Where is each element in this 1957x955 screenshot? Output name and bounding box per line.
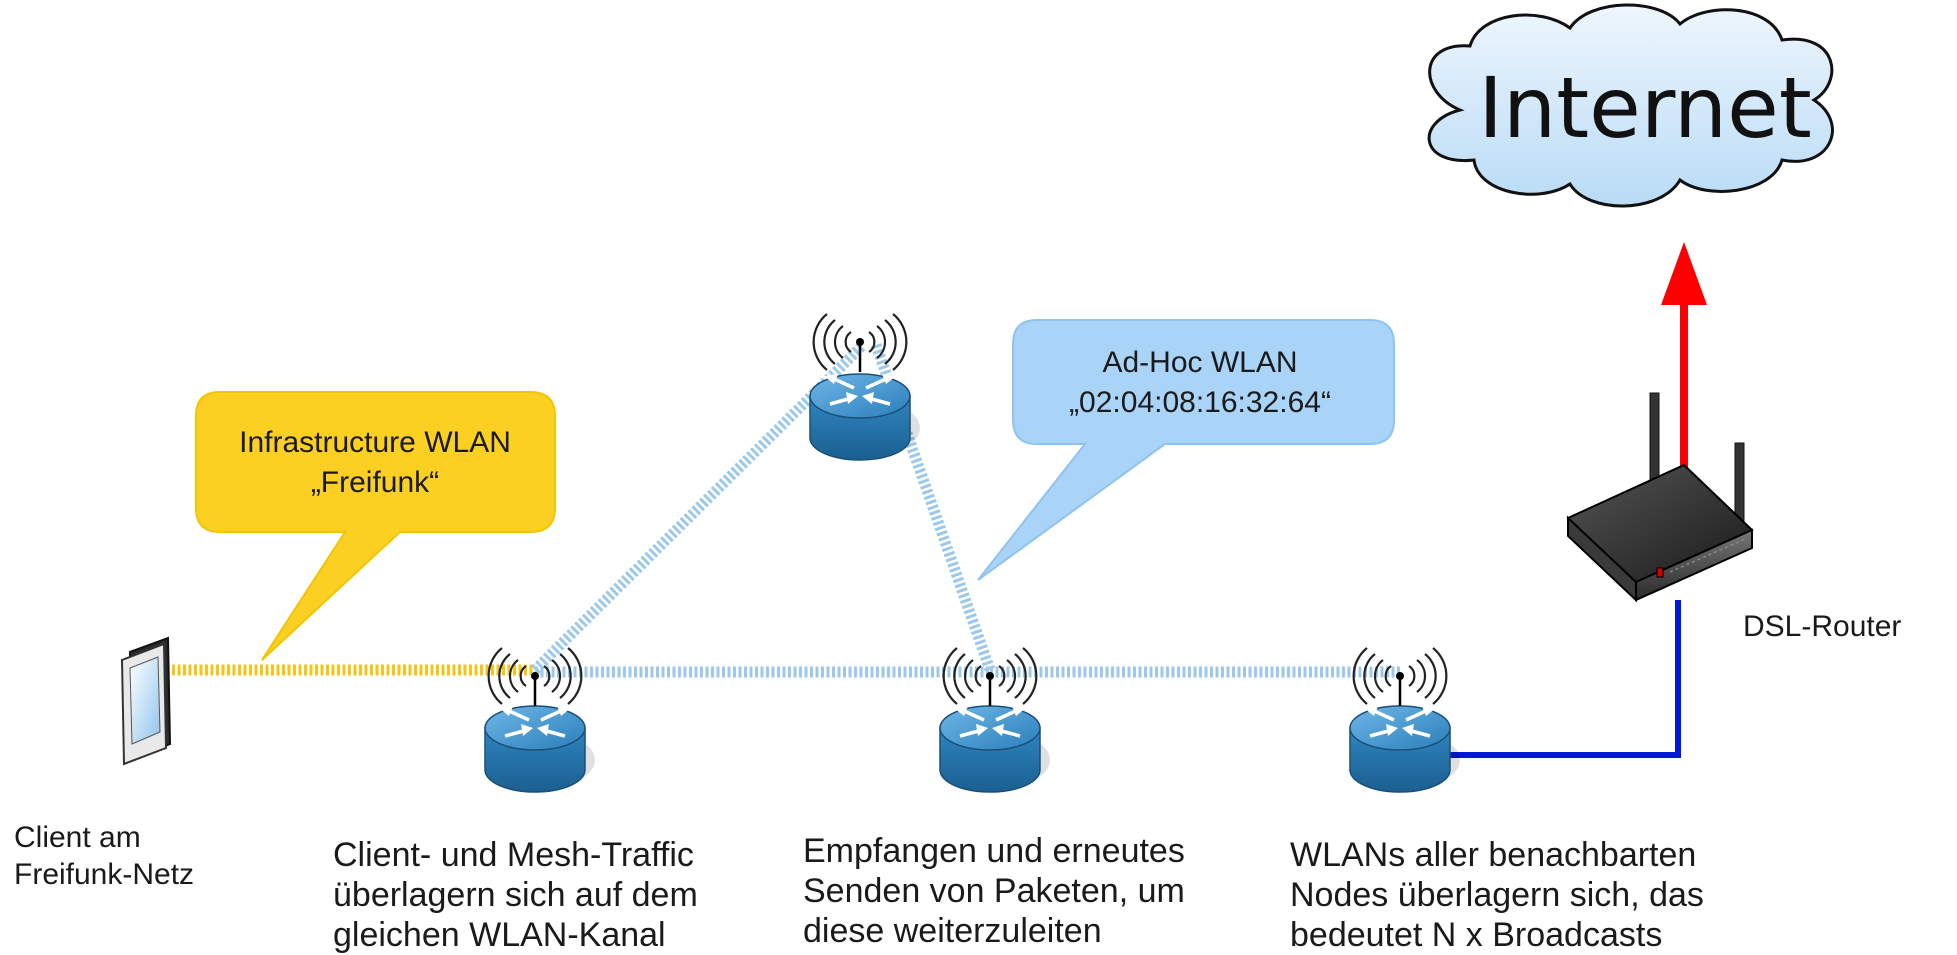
node2-label-line1: Empfangen und erneutes: [803, 832, 1185, 870]
mesh-node-top: [808, 372, 922, 462]
node3-label-line1: WLANs aller benachbarten: [1290, 836, 1696, 874]
uplink-arrow: [1661, 242, 1707, 482]
internet-cloud: Internet: [1427, 3, 1834, 208]
client-label-line1: Client am: [14, 821, 141, 854]
mesh-node-3: [1348, 704, 1462, 794]
client-tablet-icon: [120, 636, 172, 766]
mesh-node-1-antenna-icon: [487, 646, 583, 708]
node1-label-line1: Client- und Mesh-Traffic: [333, 836, 694, 874]
adhoc-wlan-label: Ad-Hoc WLAN: [1102, 346, 1297, 379]
dsl-router-label: DSL-Router: [1743, 610, 1901, 643]
node3-label-line2: Nodes überlagern sich, das: [1290, 876, 1704, 914]
internet-label: Internet: [1478, 59, 1812, 157]
infrastructure-ssid-label: „Freifunk“: [311, 466, 439, 499]
node2-label-line2: Senden von Paketen, um: [803, 872, 1185, 910]
mesh-node-top-antenna-icon: [812, 312, 908, 374]
mesh-node-1: [483, 704, 597, 794]
infrastructure-wlan-label: Infrastructure WLAN: [239, 426, 511, 459]
client-label-line2: Freifunk-Netz: [14, 858, 194, 891]
adhoc-bssid-label: „02:04:08:16:32:64“: [1069, 386, 1331, 419]
node1-label-line2: überlagern sich auf dem: [333, 876, 698, 914]
dsl-router-icon: [1566, 392, 1754, 603]
node1-label-line3: gleichen WLAN-Kanal: [333, 916, 666, 954]
mesh-node-3-antenna-icon: [1352, 646, 1448, 708]
infrastructure-wlan-callout: Infrastructure WLAN „Freifunk“: [195, 391, 556, 661]
node3-label-line3: bedeutet N x Broadcasts: [1290, 916, 1662, 954]
wired-link-node3-dsl-router: [1450, 600, 1681, 758]
mesh-node-2: [938, 704, 1052, 794]
node2-label-line3: diese weiterzuleiten: [803, 912, 1102, 950]
adhoc-wlan-callout: Ad-Hoc WLAN „02:04:08:16:32:64“: [977, 319, 1395, 581]
